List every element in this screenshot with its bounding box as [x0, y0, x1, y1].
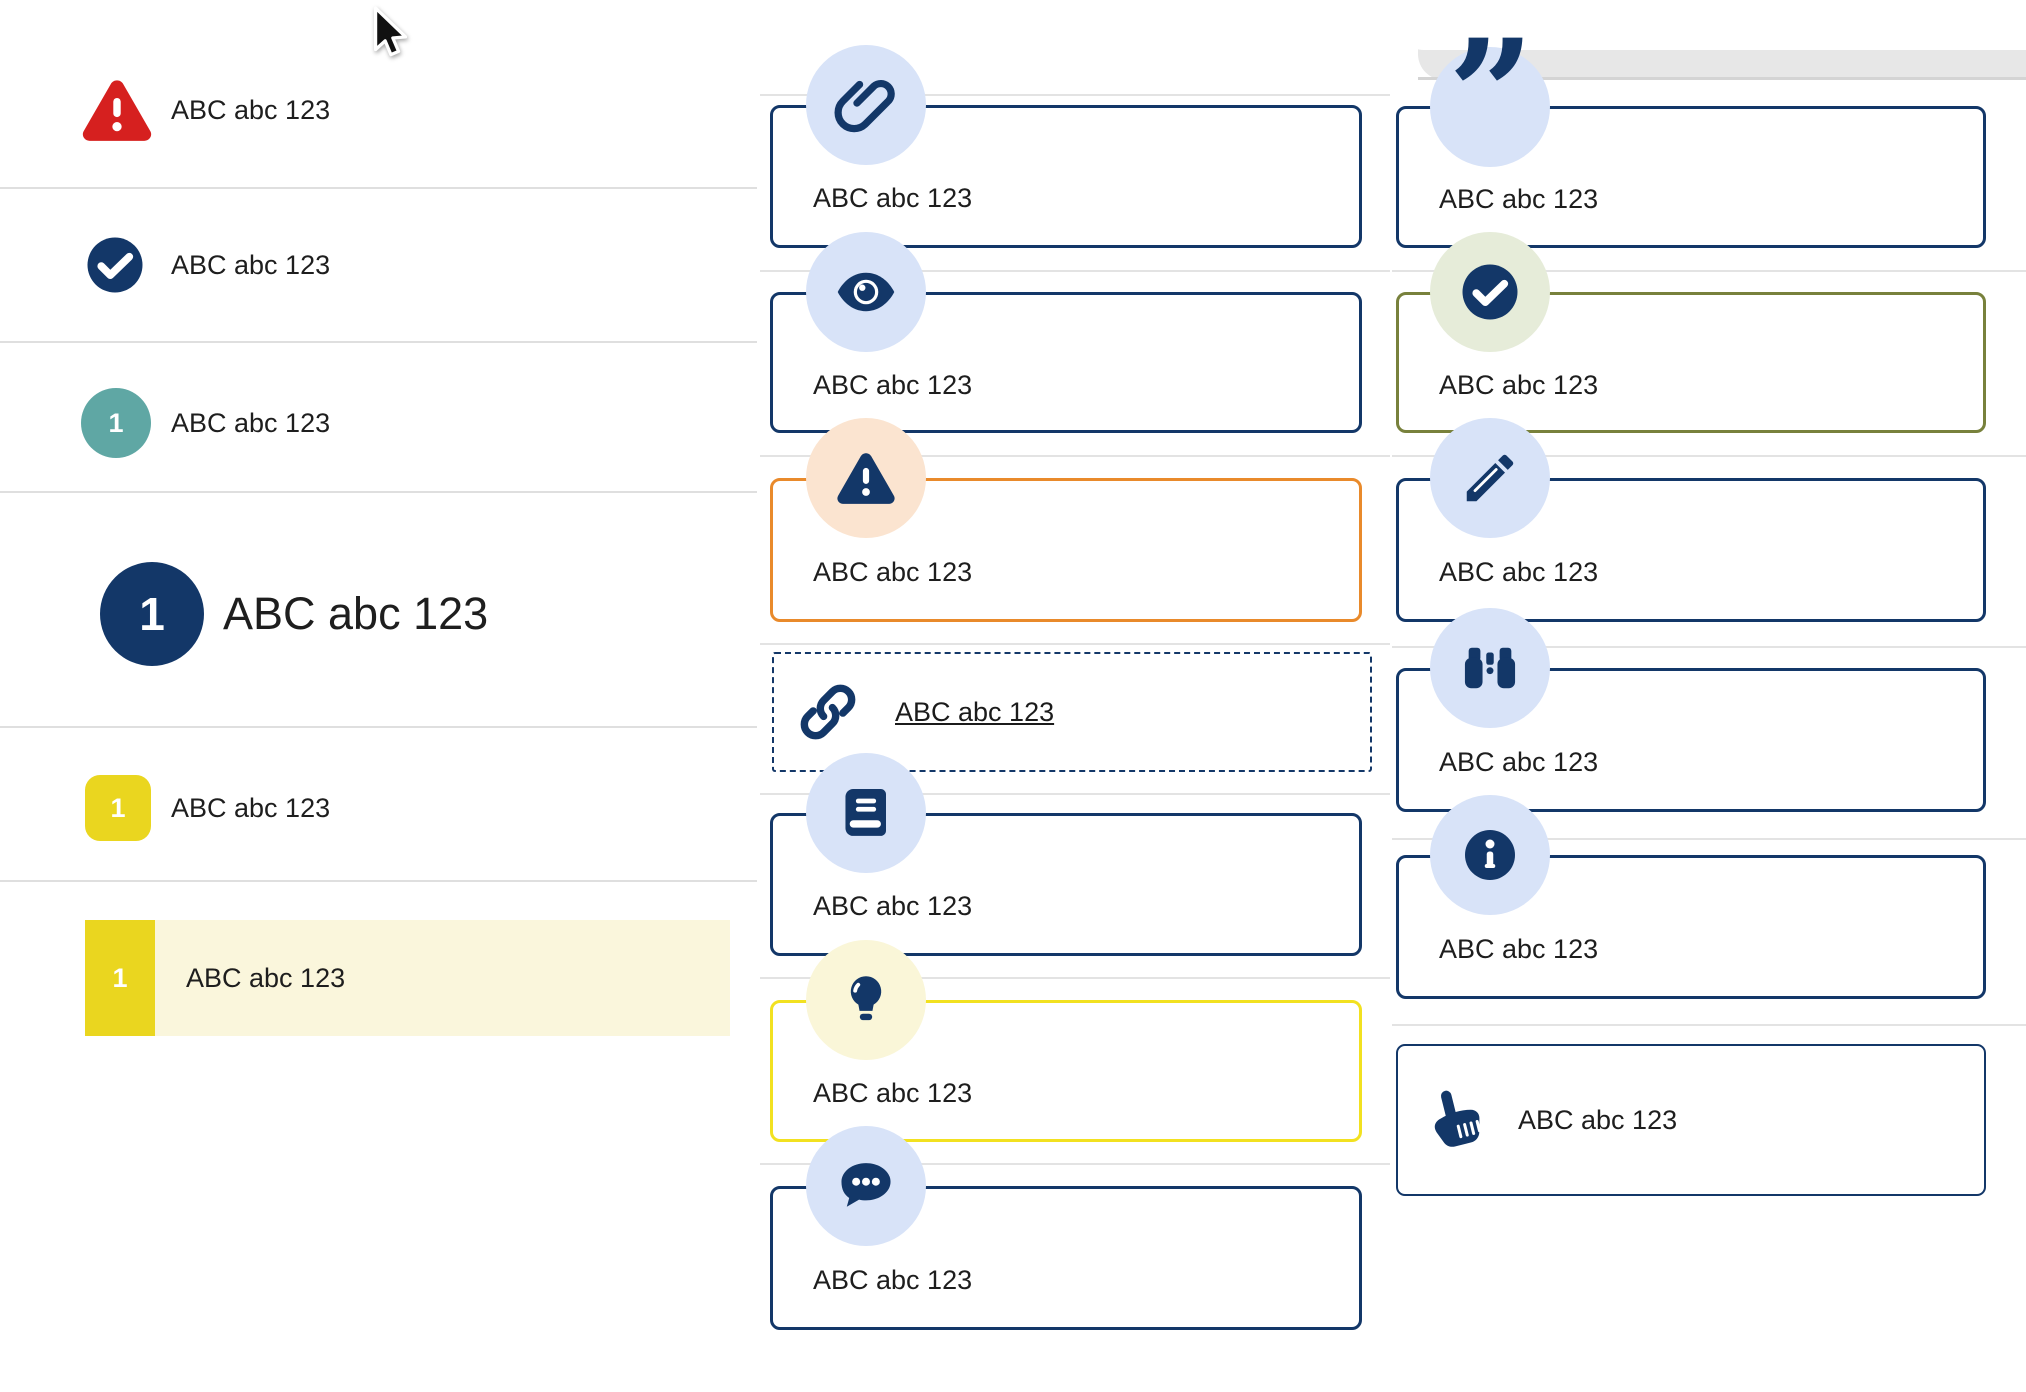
- card-label: ABC abc 123: [1439, 370, 1599, 400]
- list-item-label: ABC abc 123: [171, 95, 331, 125]
- divider: [760, 793, 1390, 795]
- number-badge-yellow-block: 1: [85, 920, 155, 1036]
- card-link-label[interactable]: ABC abc 123: [895, 697, 1055, 727]
- pointing-hand-icon: [1421, 1084, 1493, 1156]
- info-icon: [1430, 795, 1550, 915]
- card-label: ABC abc 123: [1439, 184, 1599, 214]
- card-label: ABC abc 123: [813, 1078, 973, 1108]
- list-item-number-yellow[interactable]: 1 ABC abc 123: [0, 765, 757, 855]
- divider: [760, 643, 1390, 645]
- card-label: ABC abc 123: [813, 370, 973, 400]
- list-item-number-teal[interactable]: 1 ABC abc 123: [0, 373, 757, 473]
- list-item-highlighted[interactable]: 1 ABC abc 123: [85, 920, 730, 1036]
- card-label: ABC abc 123: [1439, 747, 1599, 777]
- number-badge-teal: 1: [81, 388, 151, 458]
- divider: [760, 977, 1390, 979]
- quote-glyph: ”: [1448, 7, 1534, 183]
- warning-icon: [79, 73, 155, 147]
- lightbulb-icon: [806, 940, 926, 1060]
- list-item-label: ABC abc 123: [171, 793, 331, 823]
- card-warning[interactable]: [770, 478, 1362, 622]
- chat-icon: [806, 1126, 926, 1246]
- divider: [760, 270, 1390, 272]
- warning-icon: [806, 418, 926, 538]
- divider: [0, 491, 757, 493]
- card-label: ABC abc 123: [813, 891, 973, 921]
- list-item-label: ABC abc 123: [171, 250, 331, 280]
- check-circle-icon: [82, 232, 148, 298]
- list-item-label: ABC abc 123: [223, 588, 489, 639]
- list-item-check[interactable]: ABC abc 123: [0, 215, 757, 315]
- divider: [1392, 270, 2026, 272]
- clipped-sheet-edge: [1418, 77, 2026, 80]
- list-item-label: ABC abc 123: [171, 408, 331, 438]
- divider: [760, 94, 1390, 96]
- divider: [1392, 838, 2026, 840]
- book-icon: [806, 753, 926, 873]
- divider: [760, 1163, 1390, 1165]
- clipped-sheet: [1398, 0, 2026, 50]
- list-item-number-large[interactable]: 1 ABC abc 123: [0, 552, 757, 682]
- link-icon: [795, 679, 861, 745]
- card-label: ABC abc 123: [813, 183, 973, 213]
- divider: [1392, 646, 2026, 648]
- quote-icon: [1430, 47, 1550, 167]
- paperclip-icon: [806, 45, 926, 165]
- card-label: ABC abc 123: [1439, 557, 1599, 587]
- mouse-cursor: [366, 4, 412, 62]
- check-circle-icon: [1430, 232, 1550, 352]
- divider: [1392, 455, 2026, 457]
- divider: [0, 341, 757, 343]
- pencil-icon: [1430, 418, 1550, 538]
- divider: [1392, 1024, 2026, 1026]
- card-label: ABC abc 123: [813, 557, 973, 587]
- divider: [760, 455, 1390, 457]
- divider: [0, 187, 757, 189]
- number-badge-yellow: 1: [85, 775, 151, 841]
- list-item-label: ABC abc 123: [186, 963, 346, 993]
- eye-icon: [806, 232, 926, 352]
- card-label: ABC abc 123: [813, 1265, 973, 1295]
- card-link[interactable]: [772, 652, 1372, 772]
- list-item-warning[interactable]: ABC abc 123: [0, 60, 757, 160]
- binoculars-icon: [1430, 608, 1550, 728]
- card-label: ABC abc 123: [1518, 1105, 1678, 1135]
- divider: [0, 726, 757, 728]
- number-badge-navy-large: 1: [100, 562, 204, 666]
- card-label: ABC abc 123: [1439, 934, 1599, 964]
- divider: [0, 880, 757, 882]
- card-pointing-hand[interactable]: [1396, 1044, 1986, 1196]
